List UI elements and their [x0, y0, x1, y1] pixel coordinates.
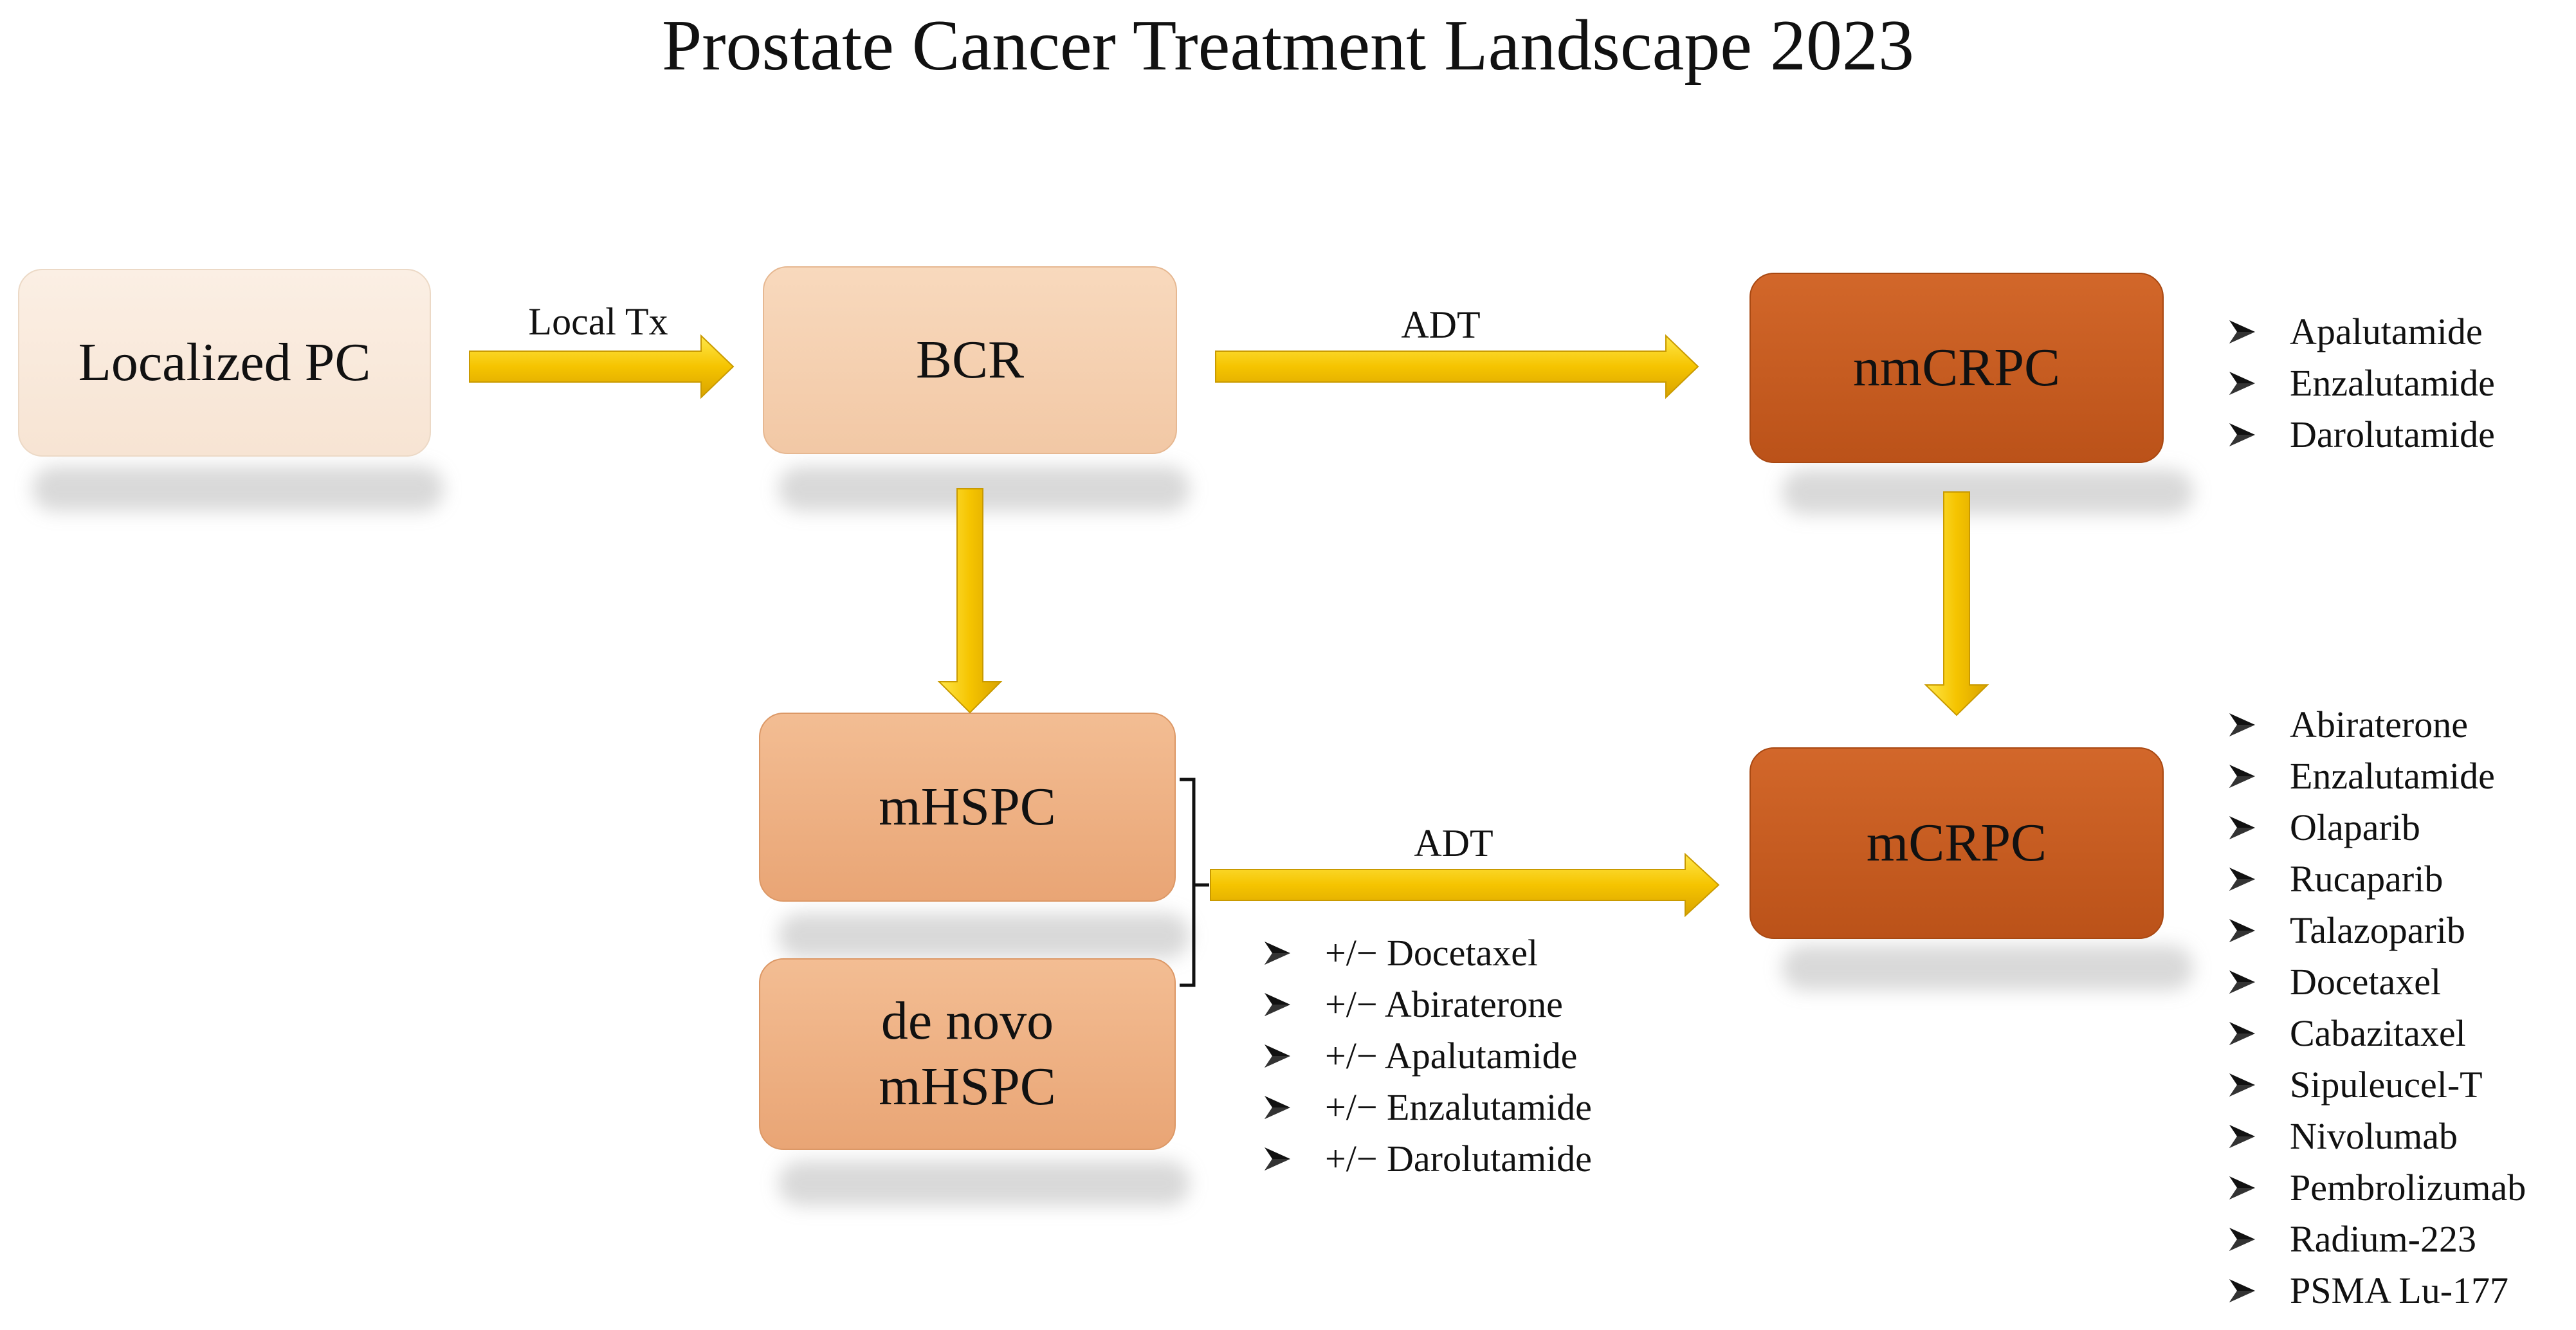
node-shadow [32, 466, 444, 511]
node-label: nmCRPC [1852, 338, 2061, 397]
arrowhead-bullet-icon [2225, 853, 2270, 918]
arrowhead-bullet-icon [2225, 1111, 2270, 1176]
node-mhspc: mHSPC [759, 713, 1176, 902]
arrowhead-bullet-icon [2225, 905, 2270, 970]
treatment-name: +/− Apalutamide [1325, 1035, 1578, 1077]
arrowhead-bullet-icon [2225, 1008, 2270, 1073]
arrowhead-bullet-icon [2225, 1214, 2270, 1279]
arrow-adt-bottom [1210, 852, 1720, 918]
diagram-title: Prostate Cancer Treatment Landscape 2023 [661, 6, 1915, 86]
arrowhead-bullet-icon [2225, 802, 2270, 867]
arrow-adt-top [1215, 334, 1699, 399]
treatment-name: Darolutamide [2290, 414, 2495, 455]
node-de-novo-mhspc: de novo mHSPC [759, 958, 1176, 1150]
node-label: mHSPC [879, 777, 1056, 837]
treatment-name: Nivolumab [2290, 1115, 2458, 1157]
treatment-name: Pembrolizumab [2290, 1167, 2526, 1208]
treatment-name: Docetaxel [2290, 961, 2442, 1003]
treatment-name: Abiraterone [2290, 704, 2468, 745]
treatment-name: +/− Docetaxel [1325, 932, 1539, 974]
treatment-name: Sipuleucel-T [2290, 1064, 2483, 1106]
node-shadow [778, 466, 1190, 511]
bracket-mhspc-group [1180, 778, 1209, 987]
node-mcrpc: mCRPC [1749, 747, 2164, 939]
treatment-name: Apalutamide [2290, 311, 2483, 352]
arrowhead-bullet-icon [2225, 358, 2270, 423]
arrowhead-bullet-icon [2225, 1162, 2270, 1227]
node-label-line2: mHSPC [879, 1057, 1056, 1116]
arrow-nmcrpc-to-mcrpc [1924, 491, 1989, 716]
arrowhead-bullet-icon [2225, 306, 2270, 371]
treatment-name: Radium-223 [2290, 1218, 2476, 1260]
treatment-name: Enzalutamide [2290, 362, 2495, 404]
treatment-name: +/− Abiraterone [1325, 983, 1563, 1025]
arrowhead-bullet-icon [2225, 1265, 2270, 1330]
treatment-name: Olaparib [2290, 806, 2420, 848]
arrowhead-bullet-icon [1261, 1082, 1306, 1147]
arrowhead-bullet-icon [2225, 699, 2270, 764]
node-shadow [778, 1161, 1190, 1206]
treatment-name: Enzalutamide [2290, 755, 2495, 797]
arrowhead-bullet-icon [2225, 409, 2270, 474]
edge-label-adt-bottom: ADT [1414, 822, 1494, 864]
treatment-name: Talazoparib [2290, 909, 2465, 951]
treatment-name: +/− Enzalutamide [1325, 1086, 1592, 1128]
arrowhead-bullet-icon [2225, 751, 2270, 815]
arrowhead-bullet-icon [2225, 1059, 2270, 1124]
node-label: BCR [915, 330, 1025, 390]
treatment-name: +/− Darolutamide [1325, 1138, 1592, 1180]
arrowhead-bullet-icon [2225, 956, 2270, 1021]
arrowhead-bullet-icon [1261, 979, 1306, 1044]
edge-label-local-tx: Local Tx [528, 300, 668, 343]
node-localized-pc: Localized PC [18, 269, 431, 457]
node-label-line1: de novo [881, 991, 1054, 1051]
arrow-bcr-to-mhspc [937, 488, 1003, 714]
node-label: mCRPC [1866, 813, 2047, 873]
node-bcr: BCR [763, 266, 1177, 454]
arrowhead-bullet-icon [1261, 1133, 1306, 1198]
node-label: Localized PC [78, 332, 371, 392]
treatment-name: PSMA Lu-177 [2290, 1270, 2509, 1311]
arrow-local-tx [469, 334, 735, 399]
node-shadow [778, 913, 1190, 958]
edge-label-adt-top: ADT [1401, 304, 1481, 346]
node-shadow [1782, 469, 2193, 515]
node-shadow [1782, 945, 2193, 990]
arrowhead-bullet-icon [1261, 927, 1306, 992]
node-nmcrpc: nmCRPC [1749, 273, 2164, 463]
treatment-name: Cabazitaxel [2290, 1012, 2466, 1054]
arrowhead-bullet-icon [1261, 1030, 1306, 1095]
treatment-name: Rucaparib [2290, 858, 2444, 900]
